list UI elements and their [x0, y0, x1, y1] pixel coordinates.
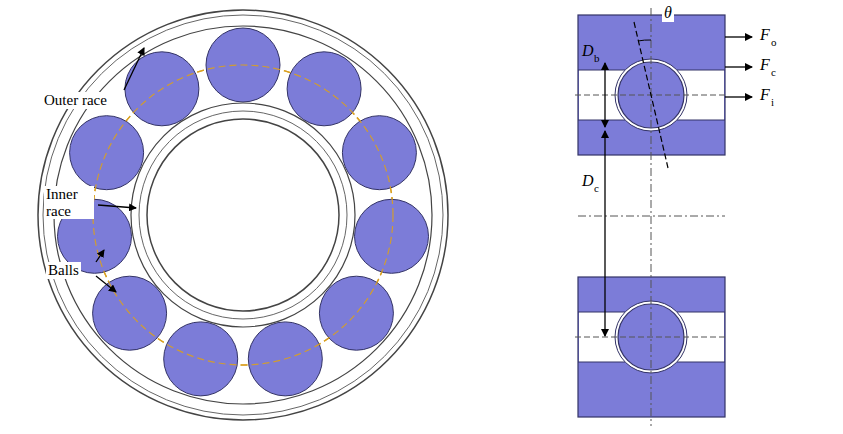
frequency-subscript: c: [771, 66, 776, 78]
part-label: Balls: [46, 262, 81, 279]
dimension-symbol: D: [582, 42, 594, 60]
dimension-arrows: [605, 37, 752, 336]
dimension-subscript: c: [594, 182, 599, 194]
frequency-symbol: F: [760, 86, 770, 104]
angle-symbol: θ: [662, 4, 674, 22]
dimension-symbol: D: [582, 172, 594, 190]
frequency-subscript: i: [771, 96, 774, 108]
part-label: Inner race: [44, 186, 94, 219]
frequency-symbol: F: [760, 56, 770, 74]
bearing-front-view: [38, 10, 448, 420]
leader-lines: [96, 48, 144, 292]
frequency-symbol: F: [760, 26, 770, 44]
dimension-subscript: b: [594, 52, 600, 64]
frequency-subscript: o: [771, 36, 777, 48]
part-label: Outer race: [42, 92, 109, 109]
bearing-cross-section: [575, 8, 728, 426]
